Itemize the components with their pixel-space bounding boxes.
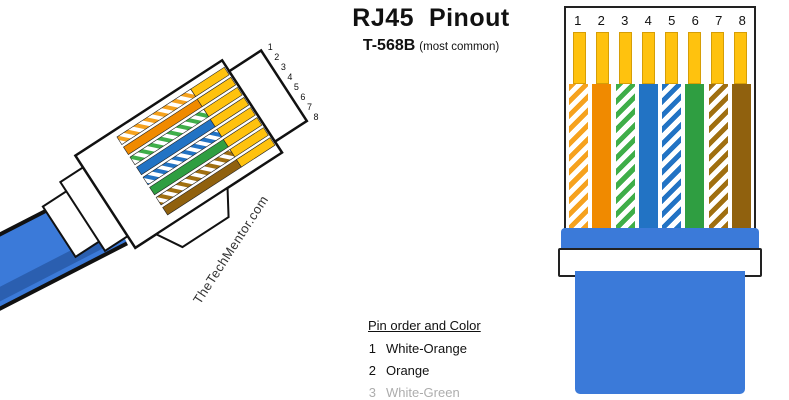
pin-order-item-label: Orange (386, 363, 430, 378)
gold-contact-pin (734, 32, 747, 84)
header: RJ45 Pinout T-568B(most common) (336, 4, 526, 55)
pin-order-item: 3 White-Green (368, 385, 481, 400)
left-gold-contact (209, 97, 250, 128)
left-pin-number: 5 (294, 82, 299, 92)
wire-white-blue (662, 84, 682, 228)
standard-name: T-568B (362, 37, 416, 54)
wire-green (685, 84, 705, 228)
pin-order-item: 2 Orange (368, 363, 481, 378)
left-pin-number: 4 (287, 72, 292, 82)
left-gold-contact (196, 76, 237, 108)
latch-clip (154, 186, 230, 249)
wire-orange (592, 84, 612, 228)
gold-contact-pin (711, 32, 724, 84)
pin-number: 7 (715, 12, 723, 28)
pin-number: 8 (738, 12, 746, 28)
pin-number: 6 (691, 12, 699, 28)
cable-jacket-bottom (575, 271, 745, 394)
pin-order-item-number: 3 (368, 385, 376, 400)
left-gold-contact (222, 117, 263, 148)
pin-number: 2 (597, 12, 605, 28)
pin-order-item-label: White-Orange (386, 341, 467, 356)
gold-pins-row (566, 32, 754, 84)
page-title: RJ45 Pinout (352, 4, 510, 32)
gold-contact-pin (688, 32, 701, 84)
pin-order-item-label: White-Green (386, 385, 460, 400)
left-gold-contact (229, 127, 269, 158)
left-pin-number: 6 (300, 92, 305, 102)
wire-blue (638, 84, 658, 228)
left-gold-contact (216, 107, 256, 138)
wire-white-orange (569, 84, 589, 228)
left-pin-number: 1 (268, 42, 273, 52)
left-gold-contact (236, 137, 276, 168)
left-pin-number: 7 (307, 102, 312, 112)
pin-number: 3 (621, 12, 629, 28)
pin-number: 4 (644, 12, 652, 28)
left-gold-contact (190, 66, 230, 98)
standard-subtitle: T-568B(most common) (336, 37, 526, 55)
wire-brown (731, 84, 751, 228)
pin-order-heading: Pin order and Color (368, 318, 481, 333)
gold-contact-pin (573, 32, 586, 84)
pin-number: 1 (574, 12, 582, 28)
gold-contact-pin (596, 32, 609, 84)
gold-contact-pin (619, 32, 632, 84)
standard-note: (most common) (419, 41, 500, 53)
gold-contact-pin (642, 32, 655, 84)
pin-order-list: 1 White-Orange 2 Orange 3 White-Green (368, 341, 481, 400)
left-pin-number: 2 (274, 52, 279, 62)
left-gold-contact (203, 86, 243, 118)
pin-order-item-number: 1 (368, 341, 376, 356)
wire-white-brown (708, 84, 728, 228)
pin-order-item-number: 2 (368, 363, 376, 378)
left-pin-number: 3 (281, 62, 286, 72)
gold-contact-pin (665, 32, 678, 84)
wire-white-green (615, 84, 635, 228)
connector-nose (227, 48, 309, 144)
pin-order-item: 1 White-Orange (368, 341, 481, 356)
left-pin-number: 8 (314, 112, 319, 122)
pin-order-section: Pin order and Color 1 White-Orange 2 Orange… (368, 318, 481, 400)
wire-columns (566, 84, 754, 228)
pin-number: 5 (668, 12, 676, 28)
